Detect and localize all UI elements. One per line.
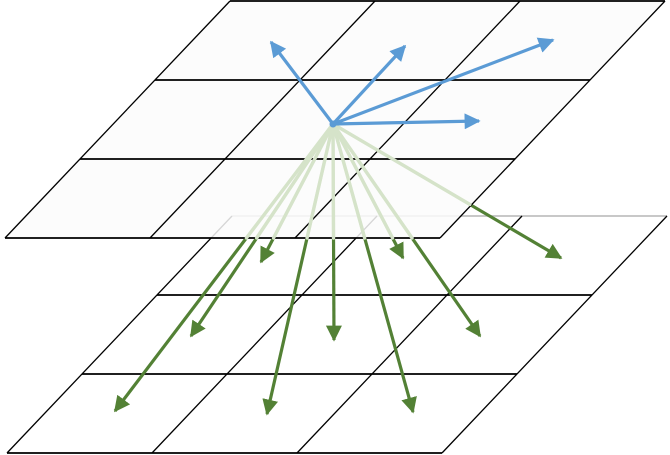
green-ray-5	[305, 122, 335, 240]
blue-arrow-group	[269, 37, 555, 130]
green-ray-2	[254, 122, 335, 240]
bottom-grid-vline-2	[296, 215, 523, 454]
bottom-grid-surface	[7, 216, 667, 453]
green-ray-3	[271, 122, 335, 240]
top-grid-vline-3	[439, 0, 666, 239]
green-ray-group	[244, 122, 472, 240]
bottom-grid-vline-1	[151, 215, 378, 454]
blue-arrow-2	[331, 44, 407, 126]
top-grid-vline-0	[4, 0, 231, 239]
blue-arrow-1	[269, 40, 335, 125]
green-ray-4	[331, 122, 336, 240]
green-ray-8	[331, 122, 414, 240]
green-ray-9	[331, 122, 472, 207]
bottom-grid-vline-3	[441, 215, 668, 454]
origin-point	[329, 120, 337, 128]
blue-arrow-4	[332, 113, 481, 130]
blue-arrow-3	[332, 37, 555, 126]
green-ray-6	[331, 122, 367, 240]
top-grid-vline-1	[149, 0, 376, 239]
bottom-grid-vline-0	[6, 215, 233, 454]
green-ray-7	[331, 122, 395, 240]
bottom-grid	[6, 215, 668, 454]
